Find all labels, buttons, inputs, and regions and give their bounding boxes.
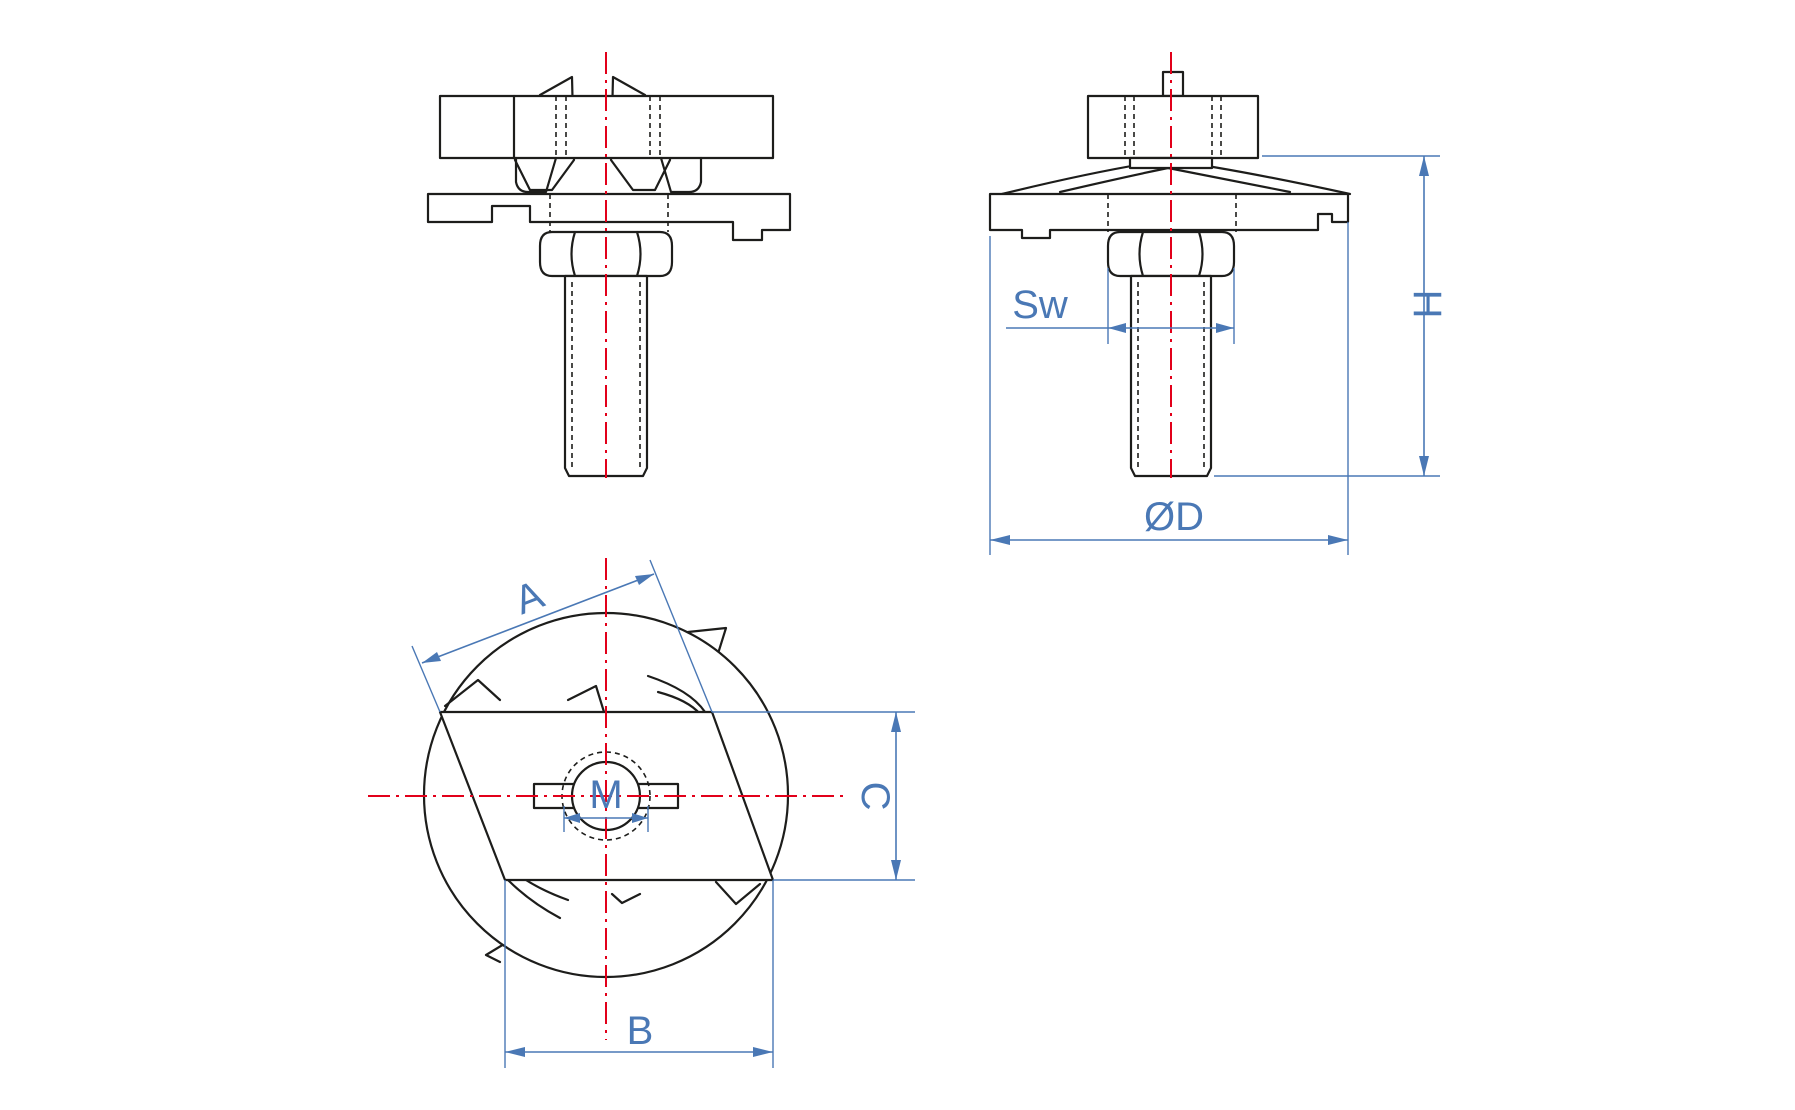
front-hex-nut-flats	[570, 230, 642, 278]
side-slot-nut	[1086, 94, 1260, 160]
h-label: H	[1405, 290, 1449, 319]
front-spring-clip-right	[609, 75, 672, 192]
top-view: M A C B	[368, 558, 915, 1068]
side-spring-arch-inner	[1058, 166, 1292, 194]
top-clip-upper-mid	[566, 684, 606, 714]
front-spring-leg-right	[659, 156, 703, 194]
c-arrow-bottom	[891, 860, 901, 880]
front-base-plate	[426, 192, 792, 242]
a-arrow-left	[422, 652, 441, 663]
a-arrow-right	[635, 574, 654, 585]
d-arrow-right	[1328, 535, 1348, 545]
top-clip-lower-right	[714, 880, 762, 906]
top-clip-upper-left	[443, 678, 502, 708]
side-hex-nut-flats	[1138, 230, 1204, 278]
c-arrow-top	[891, 712, 901, 732]
sw-arrow-right	[1216, 323, 1234, 333]
sw-arrow-left	[1108, 323, 1126, 333]
m-arrow-left	[564, 813, 580, 823]
d-arrow-left	[990, 535, 1010, 545]
m-arrow-right	[632, 813, 648, 823]
side-pin	[1161, 70, 1185, 98]
top-clip-lower-mid	[610, 892, 642, 905]
sw-label: Sw	[1012, 283, 1068, 327]
h-arrow-bottom	[1419, 456, 1429, 476]
front-view	[426, 52, 792, 478]
a-extension-left	[411, 645, 441, 713]
d-label: ØD	[1144, 495, 1204, 539]
h-arrow-top	[1419, 156, 1429, 176]
front-spring-leg-left	[514, 156, 558, 194]
top-tab-upper-right	[686, 626, 728, 662]
m-label: M	[589, 773, 622, 817]
a-label: A	[509, 572, 550, 623]
a-dimension-line	[421, 573, 655, 664]
a-extension-right	[649, 559, 713, 713]
c-label: C	[853, 782, 897, 811]
b-arrow-right	[753, 1047, 773, 1057]
side-view: Sw H ØD	[988, 52, 1449, 555]
b-label: B	[627, 1009, 654, 1053]
b-arrow-left	[505, 1047, 525, 1057]
